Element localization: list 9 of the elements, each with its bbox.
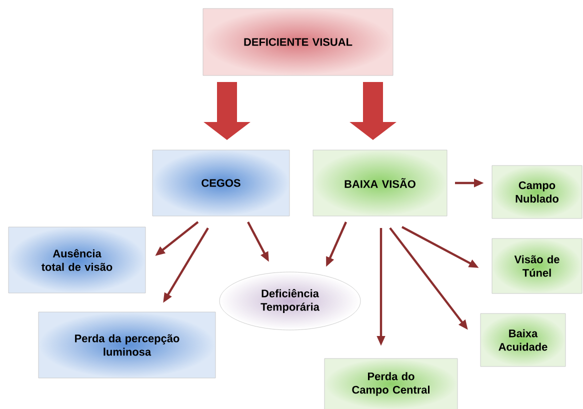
category-box: Perda do Campo Central — [324, 358, 458, 409]
category-box: Ausência total de visão — [8, 226, 146, 294]
bigbox: DEFICIENTE VISUAL — [202, 8, 394, 76]
category-box: Visão de Túnel — [492, 238, 582, 294]
category-box: CEGOS — [152, 150, 290, 216]
category-box: Baixa Acuidade — [480, 313, 566, 367]
category-box: Campo Nublado — [492, 165, 582, 219]
category-box: Perda da percepção luminosa — [38, 312, 216, 378]
category-box: BAIXA VISÃO — [312, 150, 448, 216]
